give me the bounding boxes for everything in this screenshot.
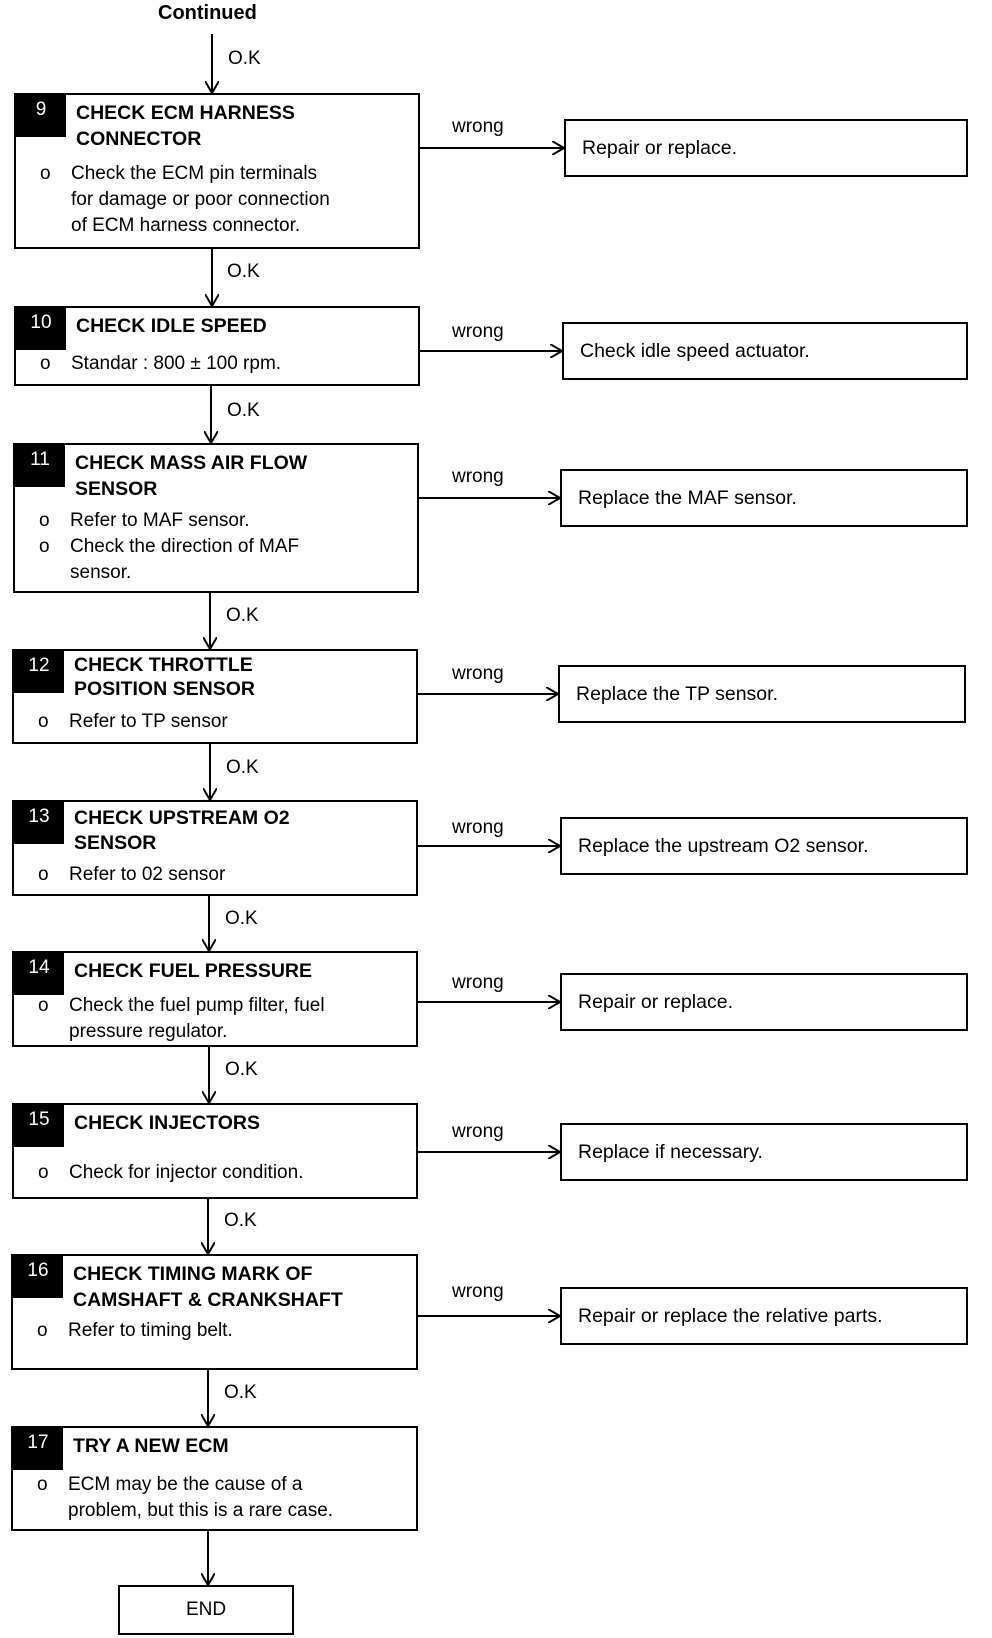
bullet-marker: o	[40, 163, 51, 184]
step-title: CHECK THROTTLE POSITION SENSOR	[74, 654, 255, 700]
step-16-box: 16 CHECK TIMING MARK OF CAMSHAFT & CRANK…	[11, 1254, 418, 1370]
step-10-box: 10 CHECK IDLE SPEED o Standar : 800 ± 100…	[14, 306, 420, 386]
step-bullet: o Refer to timing belt.	[37, 1318, 408, 1344]
wrong-label: wrong	[452, 972, 504, 993]
bullet-text: Refer to MAF sensor.	[70, 510, 250, 531]
step-number-badge: 13	[14, 802, 64, 844]
step-bullet: o ECM may be the cause of a problem, but …	[37, 1472, 408, 1524]
wrong-label: wrong	[452, 1281, 504, 1302]
step-number-badge: 10	[16, 308, 66, 350]
bullet-marker: o	[40, 353, 51, 374]
step-bullet: o Standar : 800 ± 100 rpm.	[40, 351, 410, 377]
bullet-text: Check for injector condition.	[69, 1162, 304, 1183]
bullet-marker: o	[38, 864, 49, 885]
wrong-label: wrong	[452, 1121, 504, 1142]
step-9-box: 9 CHECK ECM HARNESS CONNECTOR o Check the…	[14, 93, 420, 249]
step-number-badge: 12	[14, 651, 64, 693]
bullet-marker: o	[38, 711, 49, 732]
step-bullet: o Check the ECM pin terminals for damage …	[40, 161, 410, 239]
step-12-box: 12 CHECK THROTTLE POSITION SENSOR o Refer…	[12, 649, 418, 744]
bullet-text: Check the direction of MAF sensor.	[70, 536, 300, 583]
step-number-badge: 14	[14, 953, 64, 995]
step-title: CHECK FUEL PRESSURE	[74, 960, 313, 982]
bullet-text: Refer to timing belt.	[68, 1320, 233, 1341]
continued-header: Continued	[158, 2, 257, 24]
wrong-label: wrong	[452, 321, 504, 342]
step-15-box: 15 CHECK INJECTORS o Check for injector c…	[12, 1103, 418, 1199]
bullet-text: ECM may be the cause of a problem, but t…	[68, 1474, 334, 1521]
step-number-badge: 9	[16, 95, 66, 137]
step-bullet: o Check the direction of MAF sensor.	[39, 534, 409, 586]
step-10-result: Check idle speed actuator.	[562, 322, 968, 380]
bullet-text: Check the fuel pump filter, fuel pressur…	[69, 995, 325, 1042]
bullet-marker: o	[37, 1320, 48, 1341]
ok-label: O.K	[225, 908, 258, 929]
wrong-label: wrong	[452, 817, 504, 838]
bullet-text: Check the ECM pin terminals for damage o…	[71, 163, 330, 236]
step-title: CHECK UPSTREAM O2 SENSOR	[74, 807, 290, 854]
ok-label: O.K	[224, 1210, 257, 1231]
step-title: CHECK IDLE SPEED	[76, 315, 267, 337]
bullet-marker: o	[39, 536, 50, 557]
step-15-result: Replace if necessary.	[560, 1123, 968, 1181]
bullet-marker: o	[37, 1474, 48, 1495]
ok-label: O.K	[224, 1382, 257, 1403]
bullet-text: Standar : 800 ± 100 rpm.	[71, 353, 282, 374]
bullet-marker: o	[39, 510, 50, 531]
bullet-marker: o	[38, 1162, 49, 1183]
step-bullet: o Refer to TP sensor	[38, 709, 408, 735]
step-11-box: 11 CHECK MASS AIR FLOW SENSOR o Refer to …	[13, 443, 419, 593]
ok-label: O.K	[226, 757, 259, 778]
step-bullet: o Refer to MAF sensor.	[39, 508, 409, 534]
step-bullet: o Check the fuel pump filter, fuel pressu…	[38, 993, 408, 1045]
step-17-box: 17 TRY A NEW ECM o ECM may be the cause o…	[11, 1426, 418, 1531]
bullet-text: Refer to 02 sensor	[69, 864, 226, 885]
bullet-text: Refer to TP sensor	[69, 711, 228, 732]
ok-label: O.K	[225, 1059, 258, 1080]
step-number-badge: 16	[13, 1256, 63, 1298]
ok-label: O.K	[228, 48, 261, 69]
step-number-badge: 15	[14, 1105, 64, 1147]
step-13-result: Replace the upstream O2 sensor.	[560, 817, 968, 875]
ok-label: O.K	[227, 261, 260, 282]
step-13-box: 13 CHECK UPSTREAM O2 SENSOR o Refer to 02…	[12, 800, 418, 896]
step-number-badge: 17	[13, 1428, 63, 1470]
wrong-label: wrong	[452, 116, 504, 137]
ok-label: O.K	[226, 605, 259, 626]
step-14-box: 14 CHECK FUEL PRESSURE o Check the fuel p…	[12, 951, 418, 1047]
end-terminal: END	[118, 1585, 294, 1635]
step-11-result: Replace the MAF sensor.	[560, 469, 968, 527]
step-title: CHECK MASS AIR FLOW SENSOR	[75, 452, 308, 500]
ok-label: O.K	[227, 400, 260, 421]
step-bullet: o Check for injector condition.	[38, 1160, 408, 1186]
wrong-label: wrong	[452, 466, 504, 487]
step-16-result: Repair or replace the relative parts.	[560, 1287, 968, 1345]
bullet-marker: o	[38, 995, 49, 1016]
wrong-label: wrong	[452, 663, 504, 684]
step-number-badge: 11	[15, 445, 65, 487]
step-12-result: Replace the TP sensor.	[558, 665, 966, 723]
step-title: CHECK INJECTORS	[74, 1112, 261, 1134]
step-title: TRY A NEW ECM	[73, 1435, 229, 1457]
step-bullet: o Refer to 02 sensor	[38, 862, 408, 888]
step-9-result: Repair or replace.	[564, 119, 968, 177]
step-14-result: Repair or replace.	[560, 973, 968, 1031]
step-title: CHECK ECM HARNESS CONNECTOR	[76, 102, 295, 150]
step-title: CHECK TIMING MARK OF CAMSHAFT & CRANKSHA…	[73, 1263, 343, 1311]
